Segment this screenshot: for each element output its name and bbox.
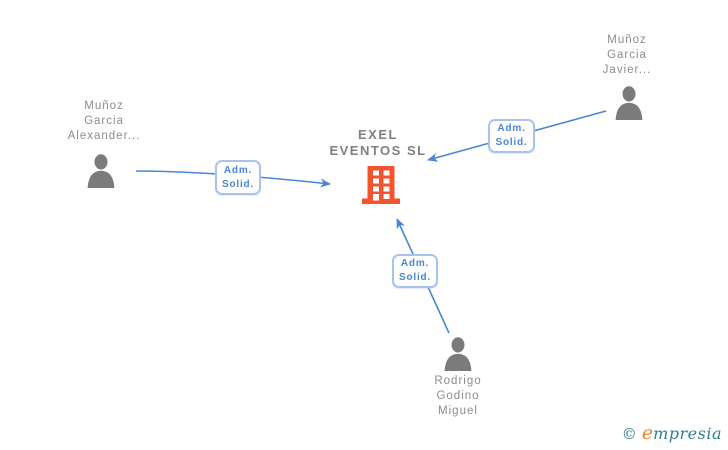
relationship-label-line: Solid.	[398, 272, 432, 283]
person-name-line: Garcia	[84, 115, 124, 127]
person-node-miguel[interactable]	[443, 337, 473, 371]
person-name-line: Godino	[436, 390, 480, 402]
person-label-javier[interactable]: Muñoz Garcia Javier...	[542, 33, 712, 78]
relationship-label-line: Adm.	[400, 258, 430, 269]
relationship-label-line: Solid.	[221, 178, 255, 190]
company-name-line: EVENTOS SL	[329, 143, 427, 158]
brand-initial: e	[641, 422, 654, 444]
person-icon	[86, 154, 116, 188]
person-name-line: Javier...	[602, 64, 652, 76]
person-name-line: Garcia	[607, 49, 647, 61]
person-name-line: Muñoz	[607, 34, 647, 46]
building-icon	[361, 166, 401, 204]
person-label-miguel[interactable]: Rodrigo Godino Miguel	[373, 374, 543, 419]
company-name-line: EXEL	[358, 127, 398, 142]
relationship-label-miguel[interactable]: Adm. Solid.	[392, 254, 438, 288]
empresia-logo[interactable]: © empresia	[622, 422, 722, 444]
person-icon	[614, 86, 644, 120]
relationship-label-javier[interactable]: Adm. Solid.	[488, 119, 535, 153]
relationship-label-line: Adm.	[497, 123, 526, 134]
brand-name: mpresia	[653, 424, 722, 443]
person-node-javier[interactable]	[614, 86, 644, 120]
relationship-label-line: Adm.	[223, 164, 253, 176]
person-icon	[443, 337, 473, 371]
person-node-alexander[interactable]	[86, 154, 116, 188]
person-name-line: Alexander...	[67, 130, 141, 142]
person-name-line: Miguel	[438, 405, 478, 417]
person-name-line: Muñoz	[84, 100, 124, 112]
person-label-alexander[interactable]: Muñoz Garcia Alexander...	[19, 99, 189, 144]
person-name-line: Rodrigo	[434, 375, 482, 387]
company-node[interactable]	[361, 166, 401, 204]
company-label[interactable]: EXEL EVENTOS SL	[293, 127, 463, 159]
copyright-icon: ©	[621, 425, 637, 443]
relationship-label-line: Solid.	[495, 137, 528, 148]
relationship-label-alexander[interactable]: Adm. Solid.	[215, 160, 261, 195]
